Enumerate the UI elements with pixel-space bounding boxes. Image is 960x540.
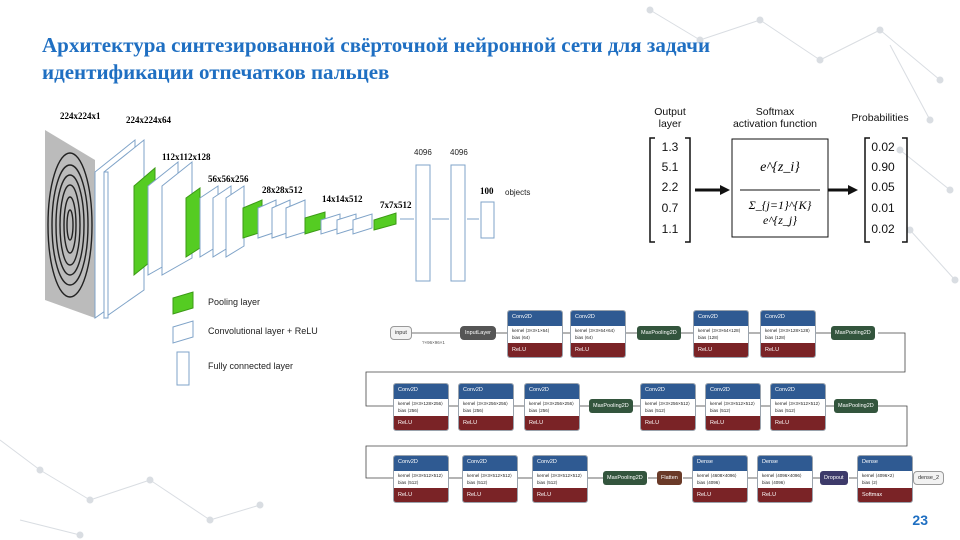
fc-label-1: 4096 — [414, 148, 432, 157]
legend-fc: Fully connected layer — [208, 361, 294, 371]
graph-input-node: input — [390, 326, 412, 340]
layer-label-4: 28x28x512 — [262, 185, 303, 195]
graph-maxpool-node[interactable]: MaxPooling2D — [834, 399, 878, 413]
cnn-architecture-diagram — [45, 130, 495, 386]
graph-input-layer: InputLayer — [460, 326, 496, 340]
legend-conv: Convolutional layer + ReLU — [208, 326, 318, 336]
softmax-output-0: 0.02 — [871, 140, 895, 154]
softmax-diagram — [649, 137, 908, 243]
softmax-output-3: 0.01 — [871, 201, 895, 215]
fc-label-2: 4096 — [450, 148, 468, 157]
graph-output-node: dense_2 — [913, 471, 945, 485]
output-count-label: 100 — [480, 186, 494, 196]
layer-label-0: 224x224x1 — [60, 111, 101, 121]
fingerprint-image — [45, 130, 95, 318]
softmax-input-3: 0.7 — [661, 201, 679, 215]
layer-label-3: 56x56x256 — [208, 174, 249, 184]
graph-maxpool-node[interactable]: MaxPooling2D — [603, 471, 647, 485]
softmax-output-layer-label: Output layer — [654, 106, 686, 130]
graph-maxpool-node[interactable]: MaxPooling2D — [637, 326, 681, 340]
softmax-output-1: 0.90 — [871, 160, 895, 174]
softmax-input-4: 1.1 — [661, 222, 679, 236]
softmax-input-0: 1.3 — [661, 140, 679, 154]
softmax-input-1: 5.1 — [661, 160, 679, 174]
softmax-probabilities-label: Probabilities — [851, 112, 909, 124]
graph-flatten-node[interactable]: Flatten — [657, 471, 682, 485]
objects-label: objects — [505, 188, 531, 197]
softmax-output-2: 0.05 — [871, 180, 895, 194]
softmax-input-2: 2.2 — [661, 180, 679, 194]
page-number: 23 — [912, 512, 928, 528]
softmax-formula-denominator: Σ_{j=1}^{K} e^{z_j} — [748, 198, 812, 227]
legend-pooling: Pooling layer — [208, 297, 261, 307]
layer-label-1: 224x224x64 — [126, 115, 171, 125]
graph-input-shape: ?×96×96×1 — [422, 340, 445, 345]
graph-dropout-node[interactable]: Dropout — [820, 471, 848, 485]
slide-title: Архитектура синтезированной свёрточной н… — [42, 33, 711, 84]
layer-label-6: 7x7x512 — [380, 200, 412, 210]
graph-maxpool-node[interactable]: MaxPooling2D — [831, 326, 875, 340]
layer-label-5: 14x14x512 — [322, 194, 363, 204]
softmax-activation-label: Softmax activation function — [732, 106, 818, 130]
softmax-formula-numerator: e^{z_i} — [760, 160, 800, 175]
layer-label-2: 112x112x128 — [162, 152, 211, 162]
graph-maxpool-node[interactable]: MaxPooling2D — [589, 399, 633, 413]
softmax-output-4: 0.02 — [871, 222, 895, 236]
